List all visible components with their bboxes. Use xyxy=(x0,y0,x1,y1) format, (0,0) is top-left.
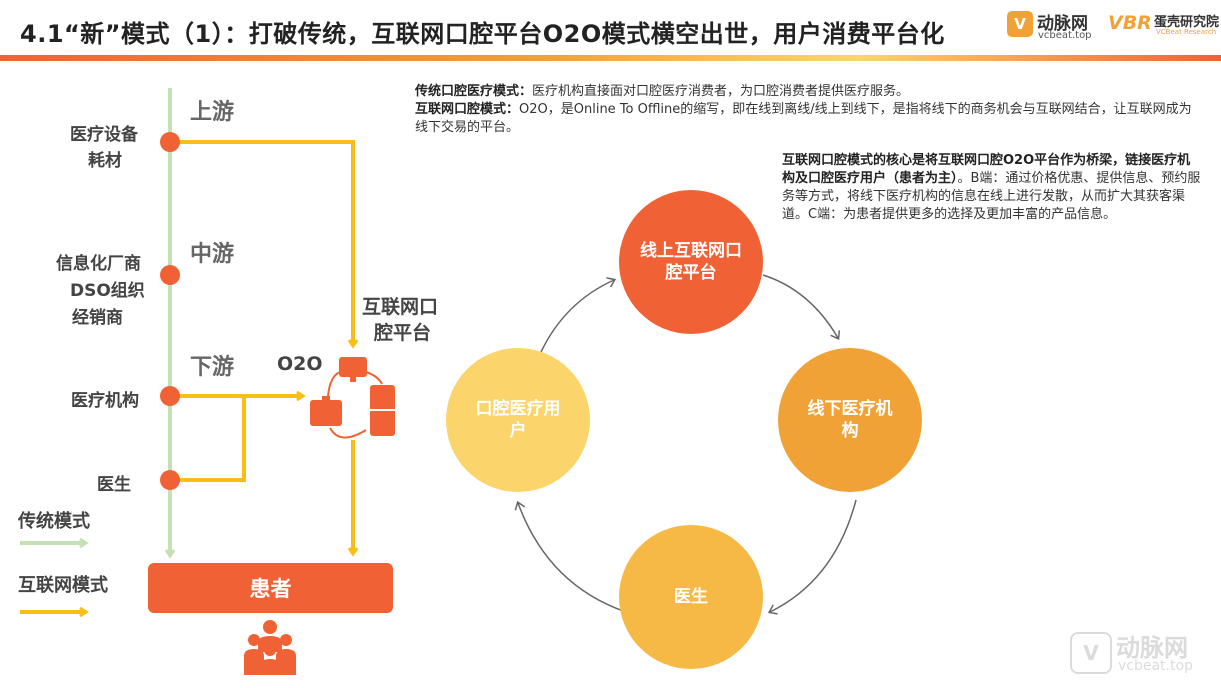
node-equipment-line2: 耗材 xyxy=(88,151,122,171)
core-text-body: 。B端：通过价格优惠、提供信息、预约服务等方式，将线下医疗机构的信息在线上进行发… xyxy=(782,171,1201,222)
page-title: 4.1“新”模式（1）：打破传统，互联网口腔平台O2O模式横空出世，用户消费平台… xyxy=(20,20,945,48)
cycle-arrow-top-to-right xyxy=(762,274,841,340)
vcbeat-logo-cn: 动脉网 xyxy=(1037,14,1088,34)
cycle-node-online-platform: 线上互联网口腔平台 xyxy=(619,190,763,334)
node-it-line3: 经销商 xyxy=(72,308,123,328)
node-dot-doctor xyxy=(160,470,180,490)
traditional-mode-body: 医疗机构直接面对口腔医疗消费者，为口腔消费者提供医疗服务。 xyxy=(532,84,910,99)
vbr-logo-mark: VBR xyxy=(1108,12,1152,34)
vbr-logo-cn: 蛋壳研究院 xyxy=(1154,15,1220,30)
vbr-logo-en: VCBeat Research xyxy=(1156,28,1217,36)
equipment-to-platform-line xyxy=(170,140,353,345)
node-doctor: 医生 xyxy=(97,475,131,495)
vcbeat-logo-mark: V xyxy=(1007,11,1033,37)
core-text: 互联网口腔模式的核心是将互联网口腔O2O平台作为桥梁，链接医疗机构及口腔医疗用户… xyxy=(782,152,1202,224)
stage-midstream: 中游 xyxy=(190,242,235,267)
platform-label-line1: 互联网口 xyxy=(362,296,439,318)
cycle-node-online-platform-label: 线上互联网口腔平台 xyxy=(640,241,742,283)
patient-box: 患者 xyxy=(148,563,393,613)
o2o-label: O2O xyxy=(277,353,323,375)
cycle-node-patient-user: 口腔医疗用户 xyxy=(446,348,590,492)
node-equipment-line1: 医疗设备 xyxy=(70,125,138,145)
watermark-cn: 动脉网 xyxy=(1116,634,1188,662)
node-it-line1: 信息化厂商 xyxy=(56,254,141,274)
intro-text: 传统口腔医疗模式：医疗机构直接面对口腔医疗消费者，为口腔消费者提供医疗服务。 互… xyxy=(415,83,1195,137)
internet-mode-body: O2O，是Online To Offline的缩写，即在线到离线/线上到线下，是… xyxy=(415,102,1192,135)
legend-traditional-label: 传统模式 xyxy=(18,511,90,532)
patients-icon xyxy=(244,620,296,675)
watermark-url: vcbeat.top xyxy=(1118,658,1193,674)
cycle-node-doctor: 医生 xyxy=(619,525,763,669)
vcbeat-logo: V 动脉网 vcbeat.top xyxy=(1007,9,1095,43)
node-dot-institution xyxy=(160,386,180,406)
platform-icon xyxy=(310,357,395,439)
watermark: V 动脉网 vcbeat.top xyxy=(1070,628,1215,678)
legend-internet-label: 互联网模式 xyxy=(18,575,108,596)
cycle-node-doctor-label: 医生 xyxy=(674,587,708,607)
cycle-node-patient-user-label: 口腔医疗用户 xyxy=(475,399,561,441)
node-dot-equipment xyxy=(160,132,180,152)
title-band xyxy=(0,55,1221,61)
vcbeat-logo-url: vcbeat.top xyxy=(1038,30,1092,41)
flow-diagram xyxy=(20,88,395,675)
traditional-mode-label: 传统口腔医疗模式： xyxy=(415,84,533,99)
cycle-arrow-bottom-to-left xyxy=(514,500,627,613)
traditional-mode-desc: 传统口腔医疗模式：医疗机构直接面对口腔医疗消费者，为口腔消费者提供医疗服务。 xyxy=(415,83,1195,101)
cycle-arrow-right-to-bottom xyxy=(767,499,857,615)
internet-mode-desc: 互联网口腔模式：O2O，是Online To Offline的缩写，即在线到离线… xyxy=(415,101,1195,137)
doctor-to-o2o-line xyxy=(170,396,246,482)
internet-mode-label: 互联网口腔模式： xyxy=(415,102,520,117)
platform-label-line2: 腔平台 xyxy=(374,322,432,344)
stage-upstream: 上游 xyxy=(190,100,235,125)
node-dot-it xyxy=(160,265,180,285)
core-text-bold: 互联网口腔模式的核心是将互联网口腔O2O平台作为桥梁，链接医疗机构及口腔医疗用户… xyxy=(782,153,1191,186)
cycle-node-offline-institution-label: 线下医疗机构 xyxy=(807,399,893,441)
vbr-logo: VBR 蛋壳研究院 VCBeat Research xyxy=(1108,9,1220,43)
stage-downstream: 下游 xyxy=(190,355,235,380)
node-institution: 医疗机构 xyxy=(71,391,139,411)
cycle-arrow-left-to-top xyxy=(540,277,617,353)
watermark-mark: V xyxy=(1070,632,1112,674)
cycle-node-offline-institution: 线下医疗机构 xyxy=(778,348,922,492)
node-it-line2: DSO组织 xyxy=(70,281,145,301)
